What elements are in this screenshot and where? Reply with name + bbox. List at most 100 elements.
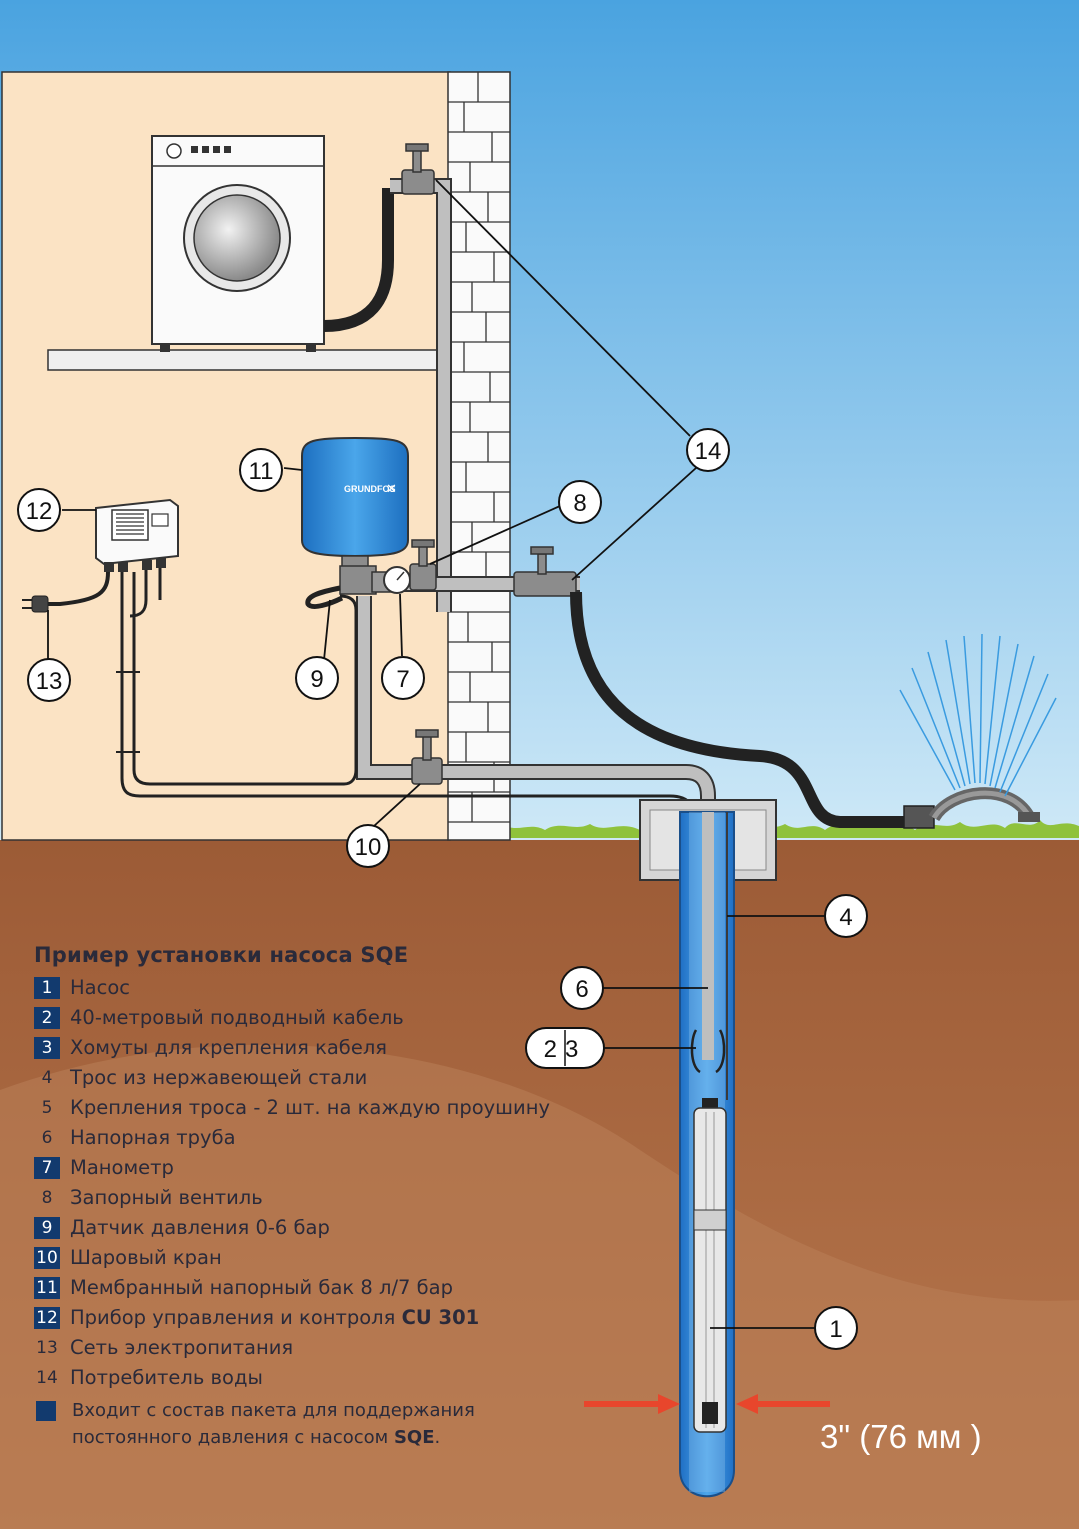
- callout-8: 8: [558, 480, 602, 524]
- legend-item: 5 Крепления троса - 2 шт. на каждую проу…: [34, 1093, 554, 1123]
- legend-item: 4 Трос из нержавеющей стали: [34, 1063, 554, 1093]
- legend-label: Напорная труба: [70, 1126, 236, 1149]
- legend-label: Трос из нержавеющей стали: [70, 1066, 368, 1089]
- washer-hose: [323, 188, 394, 332]
- legend-number: 14: [36, 1368, 58, 1388]
- power-plug-icon: [22, 595, 49, 613]
- legend-label-text: Прибор управления и контроля: [70, 1306, 402, 1329]
- svg-text:13: 13: [36, 668, 63, 695]
- svg-text:14: 14: [695, 438, 722, 465]
- legend-item: 10 Шаровый кран: [34, 1243, 554, 1273]
- soil-layer: [0, 1044, 1079, 1529]
- legend-number: 1: [34, 977, 60, 999]
- diameter-arrows: [584, 1394, 830, 1414]
- shelf: [47, 349, 441, 371]
- legend-label: Датчик давления 0-6 бар: [70, 1216, 330, 1239]
- cable-clamp-icon: [690, 1029, 726, 1074]
- legend-label: Сеть электропитания: [70, 1336, 294, 1359]
- legend-note-text: Входит с состав пакета для поддержания п…: [72, 1397, 554, 1451]
- callout-1: 1: [814, 1306, 858, 1350]
- brick-wall: [447, 71, 511, 841]
- svg-text:6: 6: [575, 976, 588, 1003]
- callout-12: 12: [17, 488, 61, 532]
- legend-item: 7 Манометр: [34, 1153, 554, 1183]
- legend-label: Хомуты для крепления кабеля: [70, 1036, 388, 1059]
- power-cable: [44, 571, 110, 606]
- svg-text:9: 9: [310, 666, 323, 693]
- legend-list: 1 Насос 2 40-метровый подводный кабель 3…: [34, 973, 554, 1451]
- legend-label: Прибор управления и контроля CU 301: [70, 1303, 554, 1333]
- legend-item: 12 Прибор управления и контроля CU 301: [34, 1303, 554, 1333]
- leader-lines: [47, 179, 826, 1329]
- legend-label: 40-метровый подводный кабель: [70, 1006, 404, 1029]
- legend-number: 11: [34, 1277, 60, 1299]
- svg-text:4: 4: [839, 904, 852, 931]
- svg-text:12: 12: [26, 498, 53, 525]
- shutoff-valve-icon[interactable]: [409, 539, 437, 591]
- note-tail: .: [434, 1427, 441, 1448]
- legend-number: 8: [41, 1188, 53, 1208]
- outdoor-faucet-icon[interactable]: [513, 546, 577, 597]
- package-marker-icon: [36, 1401, 56, 1421]
- legend-item: 2 40-метровый подводный кабель: [34, 1003, 554, 1033]
- legend-item: 11 Мембранный напорный бак 8 л/7 бар: [34, 1273, 554, 1303]
- sprinkler-icon: [899, 633, 1057, 829]
- ball-valve-icon[interactable]: [411, 729, 443, 785]
- legend-label: Манометр: [70, 1156, 174, 1179]
- grundfos-logo-icon: ✕: [386, 481, 397, 496]
- callout-7: 7: [381, 656, 425, 700]
- manometer-icon: [383, 566, 411, 594]
- callout-2-3: 23: [525, 1027, 605, 1069]
- svg-text:11: 11: [249, 458, 274, 485]
- legend-note: Входит с состав пакета для поддержания п…: [34, 1397, 554, 1451]
- legend-number: 5: [41, 1098, 53, 1118]
- washing-machine: [151, 135, 325, 352]
- switch-cable: [132, 572, 358, 786]
- well-diameter-label: 3" (76 мм ): [820, 1418, 982, 1455]
- legend-number: 3: [34, 1037, 60, 1059]
- legend-number: 9: [34, 1217, 60, 1239]
- legend-item: 3 Хомуты для крепления кабеля: [34, 1033, 554, 1063]
- svg-text:1: 1: [829, 1316, 842, 1343]
- note-model: SQE: [393, 1427, 435, 1448]
- svg-text:23: 23: [544, 1036, 587, 1063]
- legend: Пример установки насоса SQE 1 Насос 2 40…: [34, 943, 554, 1451]
- control-unit: [95, 498, 179, 572]
- legend-label: Мембранный напорный бак 8 л/7 бар: [70, 1276, 453, 1299]
- pressure-tank: GRUNDFOS ✕: [301, 436, 409, 571]
- note-text: Входит с состав пакета для поддержания п…: [72, 1400, 475, 1448]
- legend-label: Насос: [70, 976, 130, 999]
- legend-item: 6 Напорная труба: [34, 1123, 554, 1153]
- tank-brand-label: GRUNDFOS: [344, 484, 396, 494]
- submersible-pump: [693, 1098, 727, 1433]
- legend-number: 2: [34, 1007, 60, 1029]
- upper-faucet-icon[interactable]: [401, 143, 435, 195]
- delivery-pipe: [358, 596, 714, 1060]
- svg-text:7: 7: [396, 666, 409, 693]
- legend-item: 1 Насос: [34, 973, 554, 1003]
- legend-label: Запорный вентиль: [70, 1186, 263, 1209]
- legend-number: 12: [34, 1307, 60, 1329]
- svg-text:10: 10: [355, 834, 382, 861]
- callout-11: 11: [239, 448, 283, 492]
- legend-item: 14 Потребитель воды: [34, 1363, 554, 1393]
- legend-label: Шаровый кран: [70, 1246, 222, 1269]
- legend-label: Крепления троса - 2 шт. на каждую проуши…: [70, 1096, 550, 1119]
- legend-item: 9 Датчик давления 0-6 бар: [34, 1213, 554, 1243]
- callout-9: 9: [295, 656, 339, 700]
- callout-4: 4: [824, 894, 868, 938]
- legend-number: 13: [36, 1338, 58, 1358]
- legend-number: 4: [41, 1068, 53, 1088]
- garden-hose: [570, 591, 910, 828]
- callout-10: 10: [346, 824, 390, 868]
- legend-number: 6: [41, 1128, 53, 1148]
- legend-number: 10: [34, 1247, 60, 1269]
- legend-title: Пример установки насоса SQE: [34, 943, 409, 967]
- model-name: CU 301: [401, 1306, 480, 1329]
- callout-14: 14: [686, 428, 730, 472]
- svg-text:8: 8: [573, 490, 586, 517]
- callout-6: 6: [560, 966, 604, 1010]
- legend-item: 13 Сеть электропитания: [34, 1333, 554, 1363]
- callout-13: 13: [27, 658, 71, 702]
